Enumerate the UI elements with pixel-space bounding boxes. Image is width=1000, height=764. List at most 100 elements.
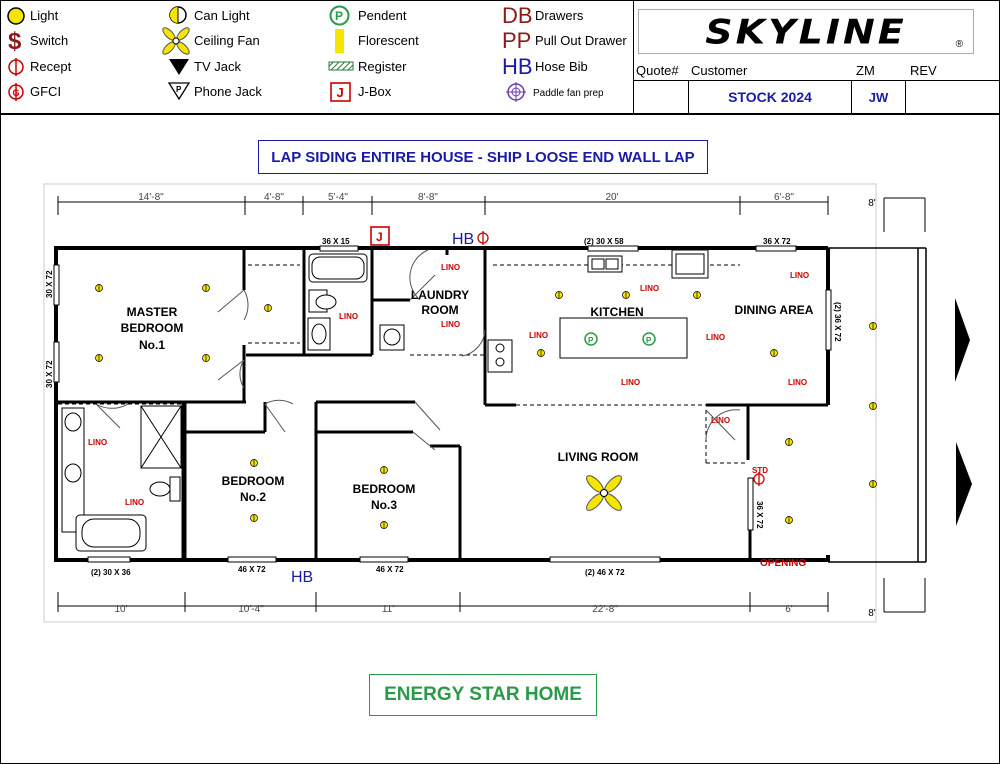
svg-text:P: P: [335, 9, 343, 23]
energy-star-note: ENERGY STAR HOME: [369, 674, 597, 716]
dim-bottom-1: 10': [114, 604, 127, 615]
svg-text:HB: HB: [502, 54, 533, 78]
legend-register-label: Register: [358, 59, 407, 74]
legend-drawers-label: Drawers: [535, 8, 584, 23]
win-2-30x58: (2) 30 X 58: [584, 237, 624, 246]
hose-bib-top: HB: [452, 231, 474, 248]
j-box-icon: J: [330, 82, 351, 102]
win-46x72-b: 46 X 72: [376, 565, 404, 574]
room-bed2-2: No.2: [240, 490, 266, 504]
living-room-ceiling-fan: [586, 475, 622, 511]
dim-bottom-6: 8': [868, 608, 876, 619]
floor-lino-labels: LINO LINO LINO LINO LINO LINO LINO LINO …: [88, 263, 809, 507]
dim-top-6: 6'-8": [774, 192, 794, 203]
windows: [53, 245, 832, 563]
win-46x72-a: 46 X 72: [238, 565, 266, 574]
pendent-icon: P: [329, 5, 350, 26]
top-dimensions: [57, 196, 926, 232]
gfci-marker-top: [477, 231, 489, 245]
lino-kitchen-1: LINO: [640, 284, 659, 293]
win-36x72-v: 36 X 72: [755, 501, 764, 529]
quote-label: Quote#: [636, 63, 679, 78]
dim-bottom-3: 11': [382, 604, 394, 615]
light-icon: [7, 7, 25, 25]
tv-jack-icon: [169, 59, 189, 75]
room-master-2: BEDROOM: [121, 321, 184, 335]
legend-phone-jack-label: Phone Jack: [194, 84, 262, 99]
florescent-icon: [335, 29, 344, 53]
win-36x15: 36 X 15: [322, 237, 350, 246]
lino-bath: LINO: [339, 312, 358, 321]
svg-text:PP: PP: [502, 28, 531, 52]
j-box-marker: [370, 226, 390, 246]
legend-can-light-label: Can Light: [194, 8, 250, 23]
lino-master-bath-2: LINO: [125, 498, 144, 507]
siding-note: LAP SIDING ENTIRE HOUSE - SHIP LOOSE END…: [258, 140, 708, 174]
svg-text:J: J: [337, 85, 344, 100]
legend-pull-out-drawer-label: Pull Out Drawer: [535, 33, 627, 48]
lino-kitchen-4: LINO: [621, 378, 640, 387]
win-36x72-top: 36 X 72: [763, 237, 791, 246]
zm-label: ZM: [856, 63, 875, 78]
customer-label: Customer: [691, 63, 748, 78]
dim-top-7: 8': [868, 198, 876, 209]
lino-laundry-2: LINO: [441, 320, 460, 329]
dim-top-2: 4'-8": [264, 192, 284, 203]
std-label: STD: [752, 466, 768, 475]
room-labels: MASTER BEDROOM No.1 LAUNDRY ROOM KITCHEN…: [121, 288, 814, 512]
legend-switch-label: Switch: [30, 33, 69, 48]
svg-text:P: P: [588, 336, 594, 345]
lino-laundry-1: LINO: [441, 263, 460, 272]
dim-top-4: 8'-8": [418, 192, 438, 203]
svg-text:$: $: [8, 29, 22, 51]
recept-icon: [8, 58, 24, 76]
zm-value: JW: [868, 90, 889, 105]
room-living: LIVING ROOM: [558, 450, 639, 464]
phone-jack-icon: P: [168, 82, 190, 100]
svg-text:P: P: [176, 85, 182, 94]
legend-gfci-label: GFCI: [30, 84, 62, 99]
lino-entry: LINO: [711, 416, 730, 425]
hose-bib-icon: HB: [502, 54, 533, 78]
lino-dining-2: LINO: [788, 378, 807, 387]
porch-outline: [828, 247, 927, 563]
room-laundry-2: ROOM: [421, 303, 458, 317]
dim-top-3: 5'-4": [328, 192, 348, 203]
room-bed2-1: BEDROOM: [222, 474, 285, 488]
svg-text:DB: DB: [502, 3, 533, 27]
gfci-icon: G: [8, 83, 24, 101]
win-30x72-b: 30 X 72: [45, 360, 54, 388]
legend-pendent-label: Pendent: [358, 8, 407, 23]
win-2-46x72: (2) 46 X 72: [585, 568, 625, 577]
skyline-logo: SKYLINE ®: [638, 9, 974, 54]
can-lights: [95, 284, 877, 529]
ceiling-fan-icon: [162, 27, 190, 55]
win-2-30x36: (2) 30 X 36: [91, 568, 131, 577]
legend-ceiling-fan-label: Ceiling Fan: [194, 33, 260, 48]
lino-dining-1: LINO: [790, 271, 809, 280]
svg-text:J: J: [376, 230, 383, 244]
register-icon: [328, 61, 354, 71]
dim-top-1: 14'-8": [138, 192, 164, 203]
legend-paddle-fan-prep-label: Paddle fan prep: [533, 88, 604, 99]
rev-label: REV: [910, 63, 937, 78]
pendent-lights: P P: [584, 332, 656, 346]
customer-value: STOCK 2024: [728, 89, 812, 105]
win-30x72-a: 30 X 72: [45, 270, 54, 298]
hose-bib-bottom: HB: [291, 569, 313, 586]
arrow-right-top: [955, 298, 970, 382]
bottom-dimensions: [57, 578, 926, 613]
lino-kitchen-3: LINO: [706, 333, 725, 342]
lino-master-bath-1: LINO: [88, 438, 107, 447]
drawers-icon: DB: [502, 3, 533, 27]
legend-recept-label: Recept: [30, 59, 72, 74]
doors: [95, 249, 741, 451]
can-light-icon: [169, 6, 187, 24]
lino-kitchen-2: LINO: [529, 331, 548, 340]
dim-top-5: 20': [605, 192, 618, 203]
svg-text:P: P: [646, 336, 652, 345]
room-dining: DINING AREA: [735, 303, 814, 317]
win-2-36x72-right: (2) 36 X 72: [833, 302, 842, 342]
opening-label: OPENING: [760, 558, 806, 569]
